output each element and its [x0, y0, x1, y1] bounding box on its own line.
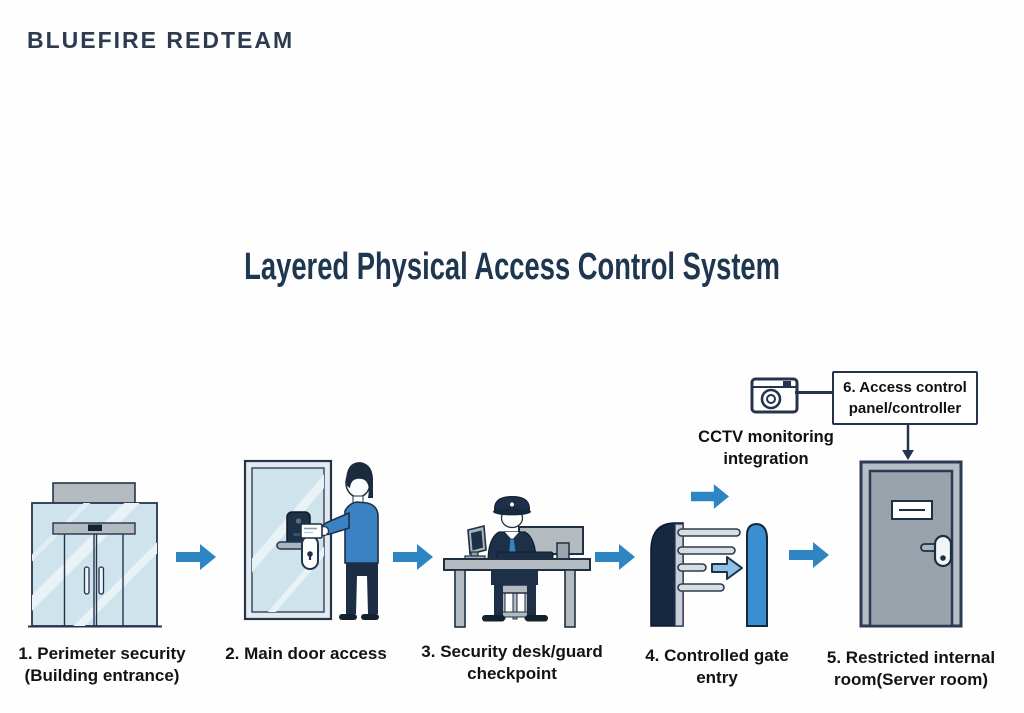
door-sensor [88, 524, 102, 531]
step-label-4: 4. Controlled gate entry [645, 646, 789, 688]
page-title: Layered Physical Access Control System [0, 246, 1024, 289]
cctv-integration-label: CCTV monitoring integration [698, 428, 834, 469]
access-card [300, 523, 323, 539]
cap-badge [509, 501, 516, 508]
desk-top [443, 558, 591, 571]
panel-down-arrow-icon [902, 425, 914, 460]
page-title-text: Layered Physical Access Control System [244, 246, 780, 288]
lock-escutcheon [933, 534, 953, 568]
sliding-door-edges [63, 534, 124, 626]
stool [497, 584, 533, 620]
main-door-access-icon [243, 459, 379, 621]
building-roof [52, 482, 136, 505]
step-label-3: 3. Security desk/guard checkpoint [421, 642, 603, 684]
keyboard [496, 551, 554, 560]
building-entrance-icon [28, 482, 162, 628]
glass-reflections [252, 474, 324, 612]
security-desk-icon [443, 495, 591, 628]
panel-connector-line [795, 391, 832, 394]
access-panel-callout-box: 6. Access control panel/controller [832, 371, 978, 425]
turnstile-right-pillar [746, 522, 768, 627]
desk-leg [564, 569, 576, 628]
desk-leg [454, 569, 466, 628]
monitor-small [464, 524, 487, 561]
flow-arrow-icon [393, 544, 433, 570]
server-room-door-icon [859, 460, 963, 628]
brand-logo: BLUEFIRE REDTEAM [27, 27, 295, 53]
door-handle [83, 566, 90, 595]
guard-legs [482, 570, 548, 622]
card-reader-light [295, 518, 302, 524]
cctv-camera-icon [750, 377, 799, 414]
turnstile-gate-icon [650, 522, 768, 627]
turnstile-pillar-strip [674, 523, 684, 627]
keyhole-slot [308, 554, 312, 560]
gate-direction-arrow-icon [711, 556, 743, 580]
turnstile-bars [677, 528, 741, 592]
step-label-1: 1. Perimeter security (Building entrance… [18, 644, 186, 686]
flow-arrow-icon [789, 542, 829, 568]
step-label-5: 5. Restricted internal room(Server room) [826, 648, 996, 690]
entry-arrow-icon [691, 484, 729, 509]
flow-arrow-icon [595, 544, 635, 570]
glass-reflections [32, 503, 157, 626]
door-handle [98, 566, 105, 595]
camera-shutter-button [783, 381, 791, 388]
flow-arrow-icon [176, 544, 216, 570]
keyhole [940, 555, 946, 561]
step-label-2: 2. Main door access [225, 644, 387, 663]
person-with-badge [300, 462, 379, 620]
